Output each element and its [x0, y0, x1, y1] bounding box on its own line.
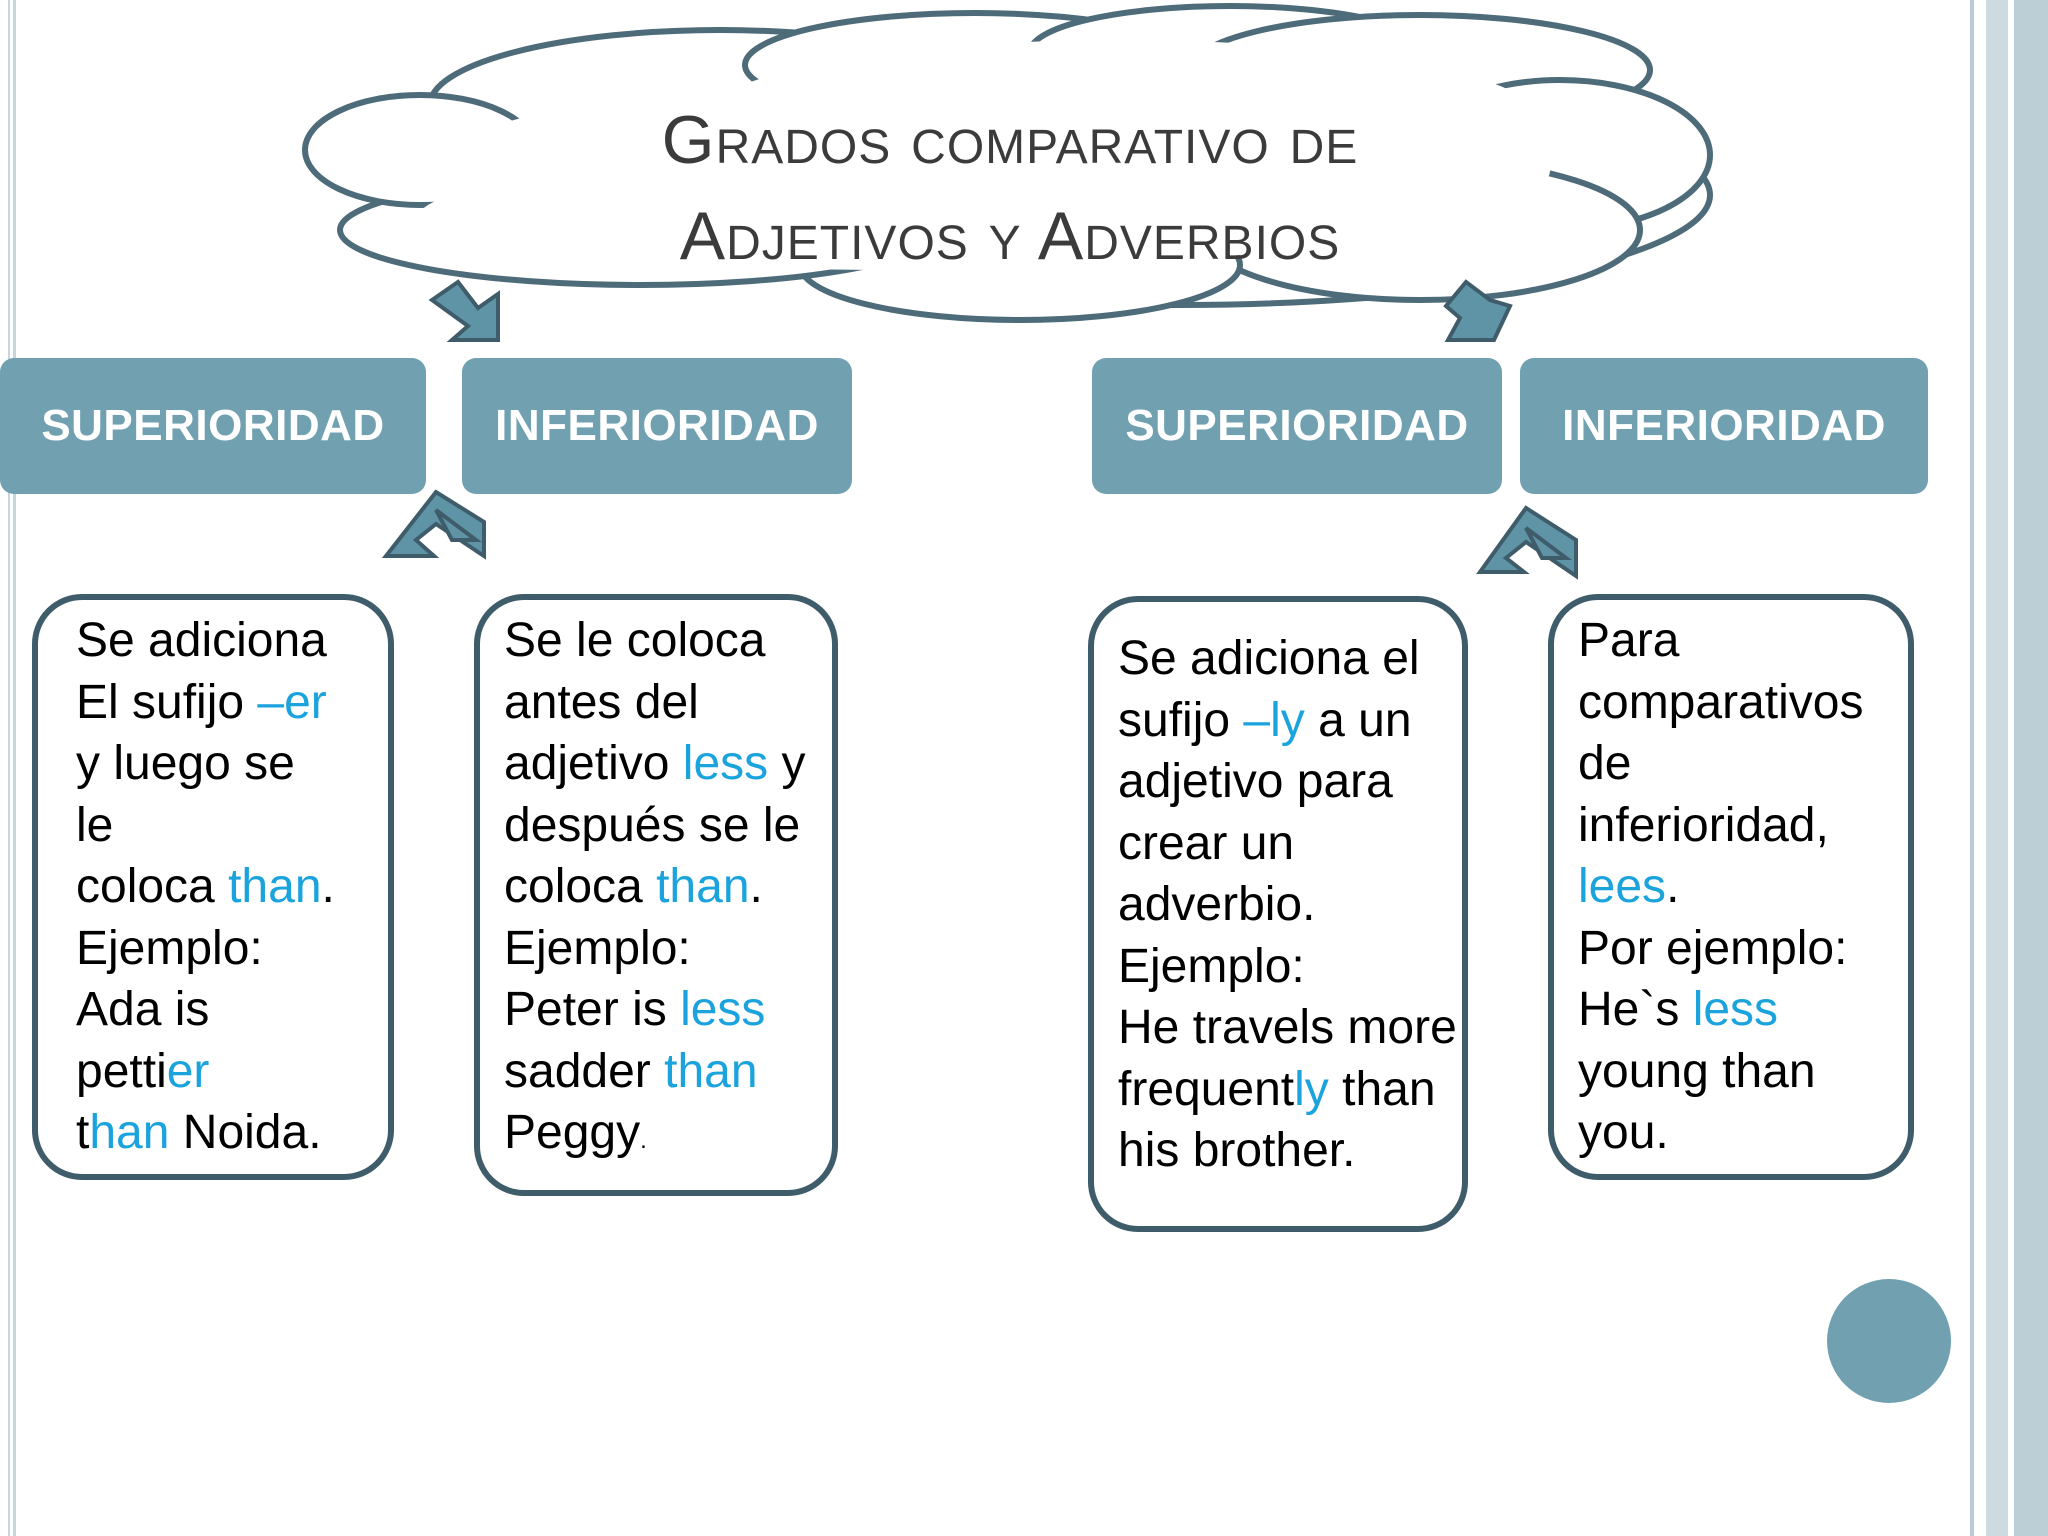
box-line: después se le	[504, 798, 801, 852]
box-line: Peggy.	[504, 1106, 647, 1159]
chevron-up-right-icon	[1476, 505, 1578, 580]
adjective-superiority-header: SUPERIORIDAD	[0, 358, 426, 494]
arrow-down-left-icon	[428, 279, 500, 342]
box-line: Se adiciona el	[1118, 632, 1420, 685]
box-line: adjetivo less y	[504, 737, 806, 790]
adverb-superiority-header: SUPERIORIDAD	[1092, 358, 1502, 494]
box-line: Peter is less	[504, 983, 766, 1036]
box-line: pettier	[76, 1044, 210, 1098]
box-line: comparativos	[1578, 675, 1864, 729]
box-line: young than	[1578, 1044, 1816, 1098]
box-line: adverbio.	[1118, 878, 1316, 931]
box-line: sadder than	[504, 1044, 758, 1098]
title-line-1: Grados comparativo de	[661, 102, 1359, 178]
box-line: Ejemplo:	[76, 921, 263, 975]
box-line: than Noida.	[76, 1106, 322, 1159]
box-line: frequently than	[1118, 1062, 1436, 1116]
adverb-inferiority-header: INFERIORIDAD	[1520, 358, 1928, 494]
slide-corner-dot	[1827, 1279, 1951, 1403]
box-line: Para	[1578, 614, 1680, 667]
adjective-inferiority-box: Se le coloca antes del adjetivo less y d…	[474, 594, 838, 1196]
box-line: Se le coloca	[504, 614, 766, 667]
box-line: inferioridad,	[1578, 798, 1829, 852]
page-title: Grados comparativo de Adjetivos y Adverb…	[440, 92, 1580, 284]
box-line: le	[76, 798, 114, 852]
box-line: antes del	[504, 675, 699, 729]
adjective-inferiority-header: INFERIORIDAD	[462, 358, 852, 494]
title-line-2: Adjetivos y Adverbios	[679, 198, 1341, 274]
box-line: sufijo –ly a un	[1118, 693, 1412, 747]
box-line: Ejemplo:	[504, 921, 691, 975]
box-line: He`s less	[1578, 983, 1779, 1036]
box-line: coloca than.	[76, 860, 335, 913]
box-line: coloca than.	[504, 860, 763, 913]
box-line: Por ejemplo:	[1578, 921, 1848, 975]
chevron-up-left-icon	[381, 489, 486, 560]
box-line: you.	[1578, 1106, 1669, 1159]
box-line: El sufijo –er	[76, 675, 327, 729]
right-border-decoration	[1960, 0, 2048, 1536]
box-line: Se adiciona	[76, 614, 327, 667]
adjective-superiority-box: Se adiciona El sufijo –er y luego se le …	[32, 594, 394, 1180]
box-line: crear un	[1118, 816, 1295, 870]
adverb-superiority-box: Se adiciona el sufijo –ly a un adjetivo …	[1088, 596, 1468, 1232]
arrow-down-right-icon	[1443, 279, 1513, 342]
box-line: He travels more	[1118, 1001, 1457, 1054]
box-line: Ejemplo:	[1118, 939, 1305, 993]
box-line: adjetivo para	[1118, 755, 1393, 808]
box-line: lees.	[1578, 860, 1680, 913]
box-line: his brother.	[1118, 1124, 1356, 1177]
adverb-inferiority-box: Para comparativos de inferioridad, lees.…	[1548, 594, 1914, 1180]
box-line: de	[1578, 737, 1632, 790]
box-line: Ada is	[76, 983, 210, 1036]
box-line: y luego se	[76, 737, 295, 790]
